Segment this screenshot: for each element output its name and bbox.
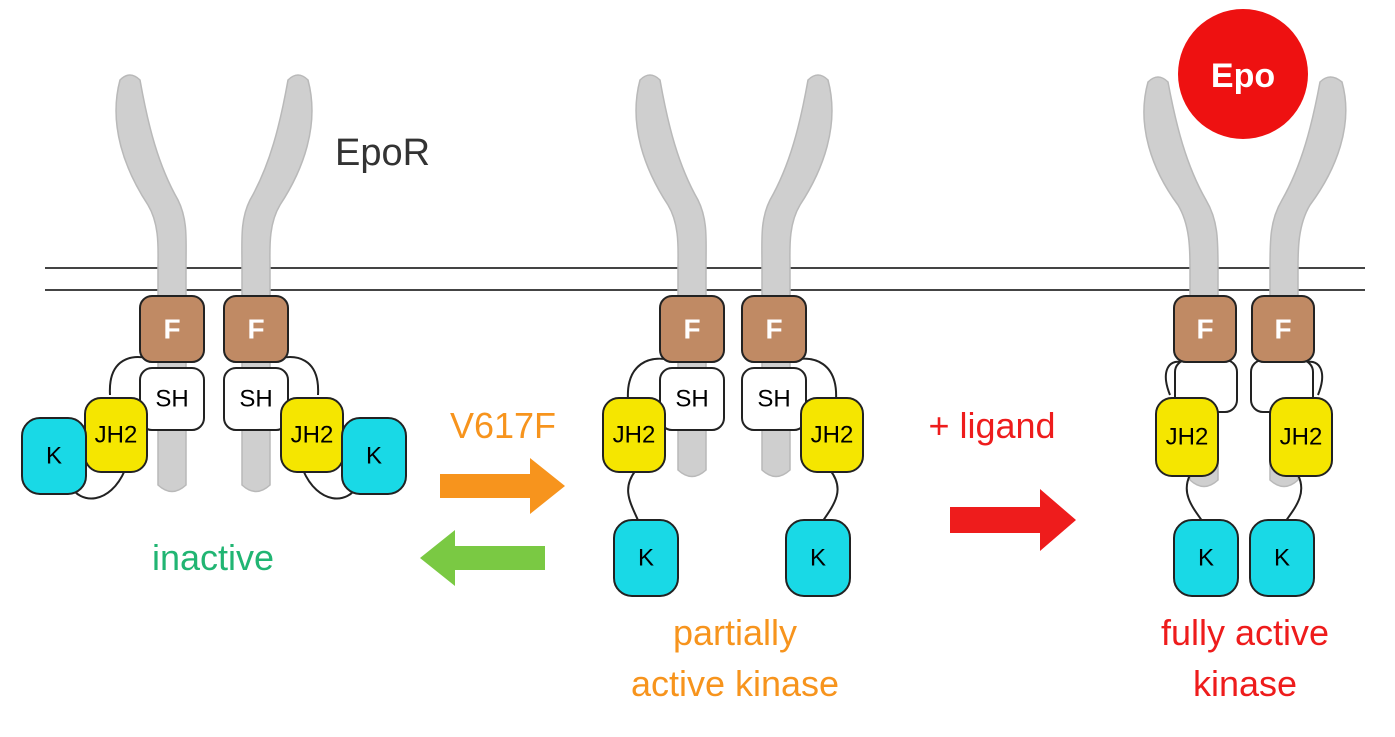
ferm-domain <box>1173 295 1237 363</box>
sh2-domain <box>659 367 725 431</box>
jh2-domain <box>602 397 666 473</box>
receptor-label: EpoR <box>335 132 430 174</box>
kinase-domain <box>613 519 679 597</box>
jh2-label: JH2 <box>291 422 334 449</box>
jh2-label: JH2 <box>1280 424 1323 451</box>
epo-ligand <box>1178 9 1308 139</box>
partially-active-state: F F SH SH JH2 JH2 K K <box>602 74 864 597</box>
ferm-domain <box>1251 295 1315 363</box>
jh2-label: JH2 <box>811 422 854 449</box>
kinase-label: K <box>638 545 654 572</box>
kinase-label: K <box>46 443 62 470</box>
mutation-arrow <box>440 458 565 514</box>
sh2-domain <box>223 367 289 431</box>
kinase-domain <box>341 417 407 495</box>
kinase-domain <box>785 519 851 597</box>
ferm-domain <box>741 295 807 363</box>
reverse-arrow <box>420 530 545 586</box>
sh2-label: SH <box>239 386 272 413</box>
sh2-label: SH <box>675 386 708 413</box>
jh2-domain <box>1155 397 1219 477</box>
kinase-label: K <box>1198 545 1214 572</box>
full-label-line2: kinase <box>1193 663 1297 704</box>
sh2-domain <box>139 367 205 431</box>
sh2-domain <box>741 367 807 431</box>
ferm-label: F <box>247 314 264 345</box>
ligand-label: + ligand <box>928 405 1055 446</box>
ferm-label: F <box>163 314 180 345</box>
ferm-label: F <box>1274 314 1291 345</box>
kinase-domain <box>21 417 87 495</box>
partial-label-line2: active kinase <box>631 663 839 704</box>
epo-label: Epo <box>1211 57 1275 95</box>
ferm-label: F <box>765 314 782 345</box>
jh2-domain <box>1269 397 1333 477</box>
kinase-domain <box>1173 519 1239 597</box>
ferm-domain <box>659 295 725 363</box>
full-label-line1: fully active <box>1161 612 1329 653</box>
jh2-label: JH2 <box>1166 424 1209 451</box>
inactive-state: F F SH SH JH2 JH2 K K <box>21 74 407 500</box>
sh2-label: SH <box>757 386 790 413</box>
kinase-label: K <box>810 545 826 572</box>
ferm-domain <box>139 295 205 363</box>
jh2-domain <box>800 397 864 473</box>
ferm-domain <box>223 295 289 363</box>
ligand-arrow <box>950 489 1076 551</box>
fully-active-state: F F JH2 JH2 K K Epo <box>1143 9 1347 597</box>
ferm-label: F <box>1196 314 1213 345</box>
jh2-label: JH2 <box>613 422 656 449</box>
partial-label-line1: partially <box>673 612 797 653</box>
sh2-label: SH <box>155 386 188 413</box>
kinase-domain <box>1249 519 1315 597</box>
mutation-label: V617F <box>450 405 556 446</box>
ferm-label: F <box>683 314 700 345</box>
jh2-label: JH2 <box>95 422 138 449</box>
kinase-label: K <box>366 443 382 470</box>
inactive-label: inactive <box>152 537 274 578</box>
kinase-label: K <box>1274 545 1290 572</box>
